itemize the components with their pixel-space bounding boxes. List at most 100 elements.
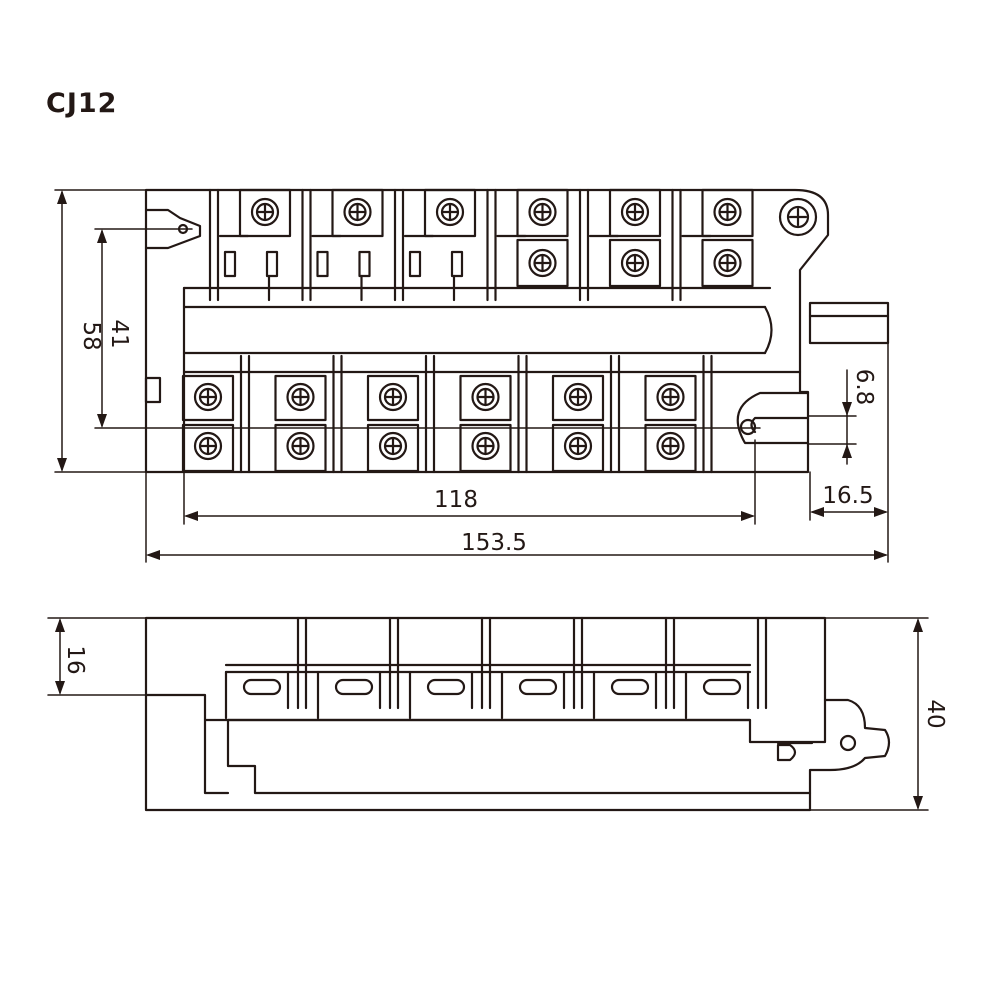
- left-mount-ear: [144, 208, 202, 250]
- bottom-screw-upper-ring: [656, 382, 685, 412]
- bottom-terminal-box-upper: [551, 374, 605, 422]
- top-terminal-box: [608, 188, 662, 238]
- drawing-title: CJ12: [46, 88, 118, 119]
- bottom-terminal-row: [181, 354, 713, 474]
- bottom-terminal-box: [181, 423, 235, 473]
- bottom-screw-upper-ring: [378, 382, 408, 412]
- side-left-block: [144, 693, 230, 795]
- top-terminal-box: [238, 188, 292, 238]
- dim-118-arrow-left: [184, 511, 198, 521]
- dim-41-label: 41: [106, 319, 132, 348]
- right-mount-screw: [786, 205, 810, 229]
- side-terminal-walls: [408, 670, 474, 720]
- bottom-screw-upper-ring: [563, 382, 593, 412]
- bottom-screw-upper-ring: [193, 382, 223, 412]
- bottom-screw-ring: [378, 431, 408, 461]
- dim-6-8-arrow-bottom: [842, 444, 852, 458]
- bottom-screw-ring: [656, 431, 685, 461]
- channel-end-curve: [763, 305, 773, 355]
- dim-58-label: 58: [78, 321, 104, 350]
- side-terminal-rib: [480, 616, 492, 710]
- side-terminal-rib: [388, 616, 400, 710]
- side-terminal-rib: [756, 616, 768, 710]
- side-shaft: [808, 698, 891, 795]
- top-view: 58 41 118 153.5 16.5 6.8: [54, 188, 890, 563]
- top-screw-lower-ring: [528, 248, 557, 278]
- dim-153-label: 153.5: [461, 530, 527, 556]
- slotted-lug-hole: [739, 418, 757, 436]
- side-terminal-rib: [572, 616, 584, 710]
- dim-118-arrow-right: [741, 511, 755, 521]
- dim-153-arrow-right: [874, 550, 888, 560]
- side-terminal-rib: [664, 616, 676, 710]
- dim-40-arrow-bottom: [913, 796, 923, 810]
- side-terminal-walls: [224, 670, 290, 720]
- bottom-screw-ring: [286, 431, 315, 461]
- side-terminal-walls: [500, 670, 566, 720]
- top-contact-right: [265, 250, 279, 278]
- side-housing-outline: [144, 616, 827, 812]
- top-terminal-box-lower: [701, 238, 754, 288]
- dim-16-5-arrow-right: [874, 507, 888, 517]
- top-terminal-box: [516, 188, 569, 238]
- bottom-terminal-box-upper: [644, 374, 697, 422]
- top-terminal-box-lower: [516, 238, 569, 288]
- dim-58-arrow-bottom: [57, 458, 67, 472]
- bottom-screw-upper-ring: [471, 382, 500, 412]
- side-terminal-slot: [518, 678, 558, 696]
- top-screw-ring: [250, 197, 280, 227]
- top-contact-left: [316, 250, 329, 278]
- top-contact-right: [450, 250, 464, 278]
- side-terminal-slot: [610, 678, 650, 696]
- bottom-terminal-box: [459, 423, 512, 473]
- side-terminal-walls: [316, 670, 382, 720]
- shaft-connector: [808, 301, 890, 345]
- dim-40-label: 40: [922, 699, 948, 728]
- top-screw-ring: [435, 197, 465, 227]
- bottom-terminal-box-upper: [366, 374, 420, 422]
- side-terminal-rib: [296, 616, 308, 710]
- side-terminal-slot: [426, 678, 466, 696]
- top-contact-left: [408, 250, 422, 278]
- bottom-screw-ring: [563, 431, 593, 461]
- dim-118-label: 118: [434, 487, 478, 513]
- dim-40-arrow-top: [913, 618, 923, 632]
- side-terminal-walls: [684, 670, 750, 720]
- dim-6-8-arrow-top: [842, 402, 852, 416]
- dim-16-arrow-bottom: [55, 681, 65, 695]
- bottom-terminal-box-upper: [459, 374, 512, 422]
- top-terminal-box: [701, 188, 754, 238]
- top-terminal-row: [208, 188, 754, 302]
- bottom-terminal-box-upper: [274, 374, 327, 422]
- top-screw-lower-ring: [713, 248, 742, 278]
- dim-41-arrow-top: [97, 229, 107, 243]
- bottom-screw-upper-ring: [286, 382, 315, 412]
- side-terminal-slot: [242, 678, 282, 696]
- top-contact-right: [358, 250, 371, 278]
- side-screw-head: [776, 743, 797, 762]
- side-shaft-hole: [839, 734, 857, 752]
- top-screw-lower-ring: [620, 248, 650, 278]
- side-view: 16 40: [47, 616, 948, 812]
- dim-58-arrow-top: [57, 190, 67, 204]
- side-terminal-walls: [592, 670, 658, 720]
- top-screw-ring: [713, 197, 742, 227]
- dim-41-arrow-bottom: [97, 414, 107, 428]
- dim-16-5-arrow-left: [810, 507, 824, 517]
- dim-16-5-label: 16.5: [822, 483, 873, 509]
- top-contact-left: [223, 250, 237, 278]
- bottom-terminal-box: [551, 423, 605, 473]
- top-terminal-box: [331, 188, 384, 238]
- bottom-screw-ring: [471, 431, 500, 461]
- dim-6-8-label: 6.8: [851, 369, 877, 406]
- dim-16-label: 16: [62, 645, 88, 674]
- top-screw-ring: [528, 197, 557, 227]
- bottom-terminal-box: [644, 423, 697, 473]
- slotted-lug: [736, 391, 810, 445]
- right-mount-screw-ring: [778, 197, 818, 237]
- dim-153-arrow-left: [146, 550, 160, 560]
- side-terminal-slot: [334, 678, 374, 696]
- top-terminal-box: [423, 188, 477, 238]
- dim-16-arrow-top: [55, 618, 65, 632]
